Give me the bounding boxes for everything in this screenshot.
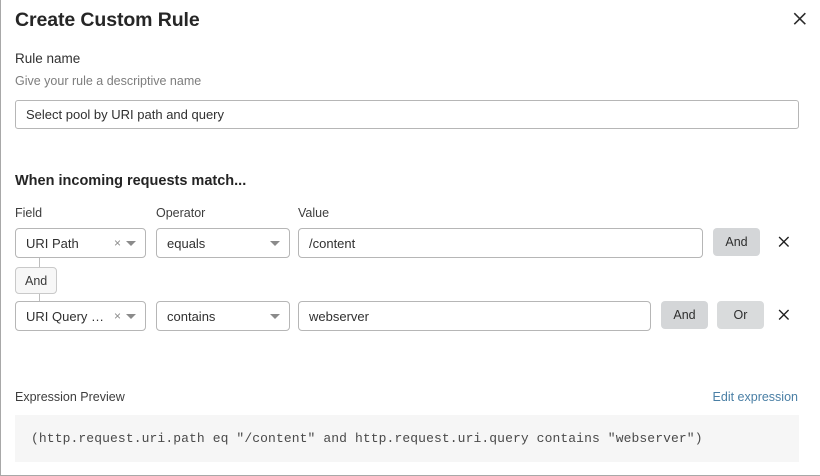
value-input[interactable] [298,228,703,258]
expression-preview-label: Expression Preview [15,390,125,404]
column-header-field: Field [15,206,43,220]
chevron-down-icon [270,313,280,319]
and-button[interactable]: And [661,301,708,329]
condition-row: URI Path × equals And [1,228,820,258]
operator-select-value: equals [167,235,206,251]
or-button[interactable]: Or [717,301,764,329]
column-header-operator: Operator [156,206,206,220]
field-select-value: URI Path [26,235,79,251]
clear-icon[interactable]: × [113,309,121,323]
rule-name-hint: Give your rule a descriptive name [15,74,202,88]
dialog-title: Create Custom Rule [15,9,200,31]
match-section-heading: When incoming requests match... [15,173,247,189]
chevron-down-icon [126,313,136,319]
condition-row: URI Query St... × contains And Or [1,301,820,331]
connector-and-badge[interactable]: And [15,267,58,294]
delete-condition-icon[interactable] [773,231,795,253]
operator-select[interactable]: contains [156,301,290,331]
field-select-value: URI Query St... [26,308,111,324]
close-icon[interactable] [789,8,811,30]
and-button[interactable]: And [713,228,760,256]
delete-condition-icon[interactable] [773,304,795,326]
field-select[interactable]: URI Path × [15,228,146,258]
chevron-down-icon [126,240,136,246]
rule-name-input[interactable] [15,100,799,129]
operator-select-value: contains [167,308,216,324]
clear-icon[interactable]: × [113,236,121,250]
column-header-value: Value [298,206,330,220]
chevron-down-icon [270,240,280,246]
edit-expression-link[interactable]: Edit expression [712,390,798,404]
expression-preview-box: (http.request.uri.path eq "/content" and… [15,415,799,462]
connector-line-bottom [39,294,40,302]
expression-preview-text: (http.request.uri.path eq "/content" and… [31,431,703,446]
value-input[interactable] [298,301,651,331]
field-select[interactable]: URI Query St... × [15,301,146,331]
connector-line-top [39,258,40,267]
operator-select[interactable]: equals [156,228,290,258]
condition-connector: And [1,258,121,304]
rule-name-label: Rule name [15,51,81,66]
